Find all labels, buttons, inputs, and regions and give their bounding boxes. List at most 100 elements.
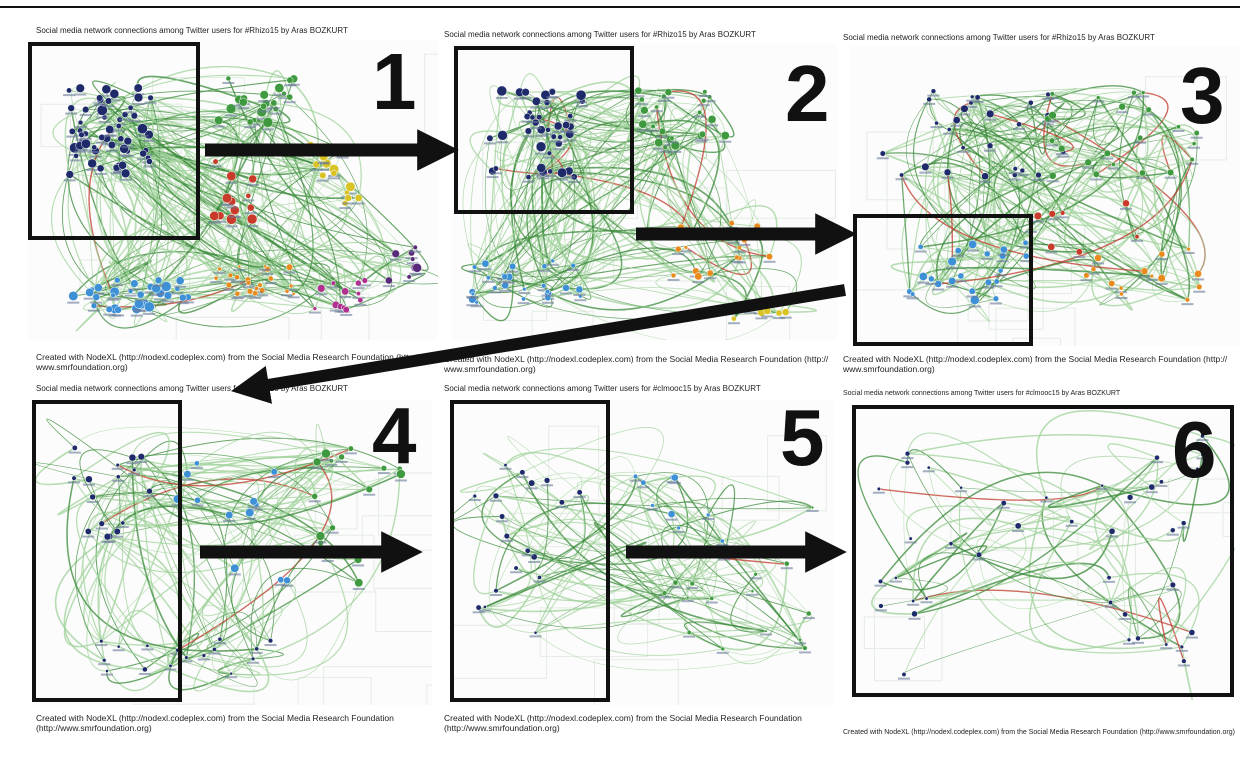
node-label bbox=[111, 467, 124, 470]
network-node bbox=[1012, 166, 1018, 172]
network-node bbox=[878, 578, 884, 584]
node-label bbox=[82, 483, 95, 486]
node-label bbox=[242, 199, 255, 202]
network-edge bbox=[214, 579, 297, 650]
node-label bbox=[68, 481, 81, 484]
node-label bbox=[941, 176, 954, 179]
network-edge bbox=[101, 468, 401, 526]
network-node bbox=[525, 174, 532, 180]
node-label bbox=[150, 293, 163, 296]
node-label bbox=[1096, 488, 1109, 491]
zoom-box-1 bbox=[28, 42, 200, 240]
network-node bbox=[361, 277, 368, 284]
node-label bbox=[1040, 500, 1053, 503]
node-label bbox=[573, 293, 586, 296]
node-label bbox=[352, 564, 365, 567]
network-edge bbox=[484, 477, 676, 608]
node-label bbox=[556, 178, 569, 181]
network-node bbox=[225, 75, 232, 82]
node-label bbox=[537, 177, 550, 180]
network-node bbox=[720, 646, 725, 652]
network-node bbox=[330, 169, 338, 177]
node-label bbox=[154, 298, 167, 301]
network-node bbox=[753, 572, 758, 577]
grid-cell bbox=[725, 285, 791, 340]
node-label bbox=[755, 317, 768, 320]
network-node bbox=[1191, 141, 1197, 147]
network-node bbox=[357, 297, 364, 304]
network-graph-panel-3 bbox=[850, 46, 1240, 346]
node-label bbox=[541, 484, 554, 487]
network-edge bbox=[494, 168, 525, 290]
network-node bbox=[1090, 266, 1097, 272]
network-node bbox=[270, 99, 278, 107]
network-edge bbox=[230, 108, 324, 176]
grid-cell bbox=[175, 316, 290, 340]
grid-cell bbox=[873, 598, 943, 682]
network-edge bbox=[731, 199, 757, 241]
node-label bbox=[259, 268, 272, 271]
node-label bbox=[966, 249, 979, 252]
network-node bbox=[1193, 130, 1200, 136]
network-node bbox=[68, 127, 76, 135]
network-node bbox=[67, 104, 75, 112]
node-label bbox=[246, 225, 259, 228]
network-edge bbox=[962, 108, 1049, 149]
node-label bbox=[83, 297, 96, 300]
network-node bbox=[1014, 522, 1022, 530]
network-node bbox=[1122, 611, 1129, 618]
node-label bbox=[1188, 146, 1201, 149]
network-edge bbox=[547, 129, 763, 313]
node-label bbox=[746, 593, 759, 596]
node-label bbox=[966, 99, 979, 102]
network-node bbox=[291, 291, 296, 296]
node-label bbox=[650, 110, 663, 113]
network-edge bbox=[117, 476, 333, 553]
network-edge bbox=[177, 215, 233, 290]
node-label bbox=[281, 294, 294, 297]
node-label bbox=[213, 642, 226, 645]
node-label bbox=[982, 286, 995, 289]
node-label bbox=[336, 156, 349, 159]
network-node bbox=[227, 272, 234, 279]
node-label bbox=[564, 131, 577, 134]
network-edge bbox=[215, 156, 263, 214]
node-label bbox=[541, 301, 554, 304]
network-node bbox=[105, 669, 109, 673]
node-label bbox=[269, 112, 282, 115]
node-label bbox=[409, 250, 422, 253]
node-label bbox=[1024, 106, 1037, 109]
network-edge bbox=[484, 541, 647, 608]
node-label bbox=[233, 269, 246, 272]
network-node bbox=[288, 283, 294, 289]
network-node bbox=[529, 114, 536, 121]
node-label bbox=[971, 101, 984, 104]
network-node bbox=[96, 104, 108, 116]
node-label bbox=[143, 312, 156, 315]
node-label bbox=[488, 291, 501, 294]
node-label bbox=[733, 250, 746, 253]
network-node bbox=[267, 638, 274, 644]
network-node bbox=[983, 250, 991, 258]
network-node bbox=[947, 256, 957, 267]
network-edge bbox=[539, 568, 809, 614]
node-label bbox=[927, 94, 940, 97]
node-label bbox=[779, 316, 792, 319]
node-label bbox=[174, 285, 187, 288]
node-label bbox=[763, 260, 776, 263]
network-node bbox=[248, 174, 257, 184]
zoom-box-4 bbox=[32, 400, 182, 702]
network-node bbox=[783, 560, 790, 567]
network-edge bbox=[635, 475, 710, 594]
node-label bbox=[1181, 303, 1194, 306]
grid-cell bbox=[866, 131, 934, 201]
network-edge bbox=[102, 107, 416, 248]
network-edge bbox=[999, 115, 1049, 271]
node-label bbox=[1192, 278, 1205, 281]
node-label bbox=[1092, 262, 1105, 265]
top-rule bbox=[0, 6, 1240, 8]
node-label bbox=[223, 519, 236, 522]
node-label bbox=[93, 102, 106, 105]
network-node bbox=[984, 278, 992, 286]
network-node bbox=[284, 288, 290, 294]
